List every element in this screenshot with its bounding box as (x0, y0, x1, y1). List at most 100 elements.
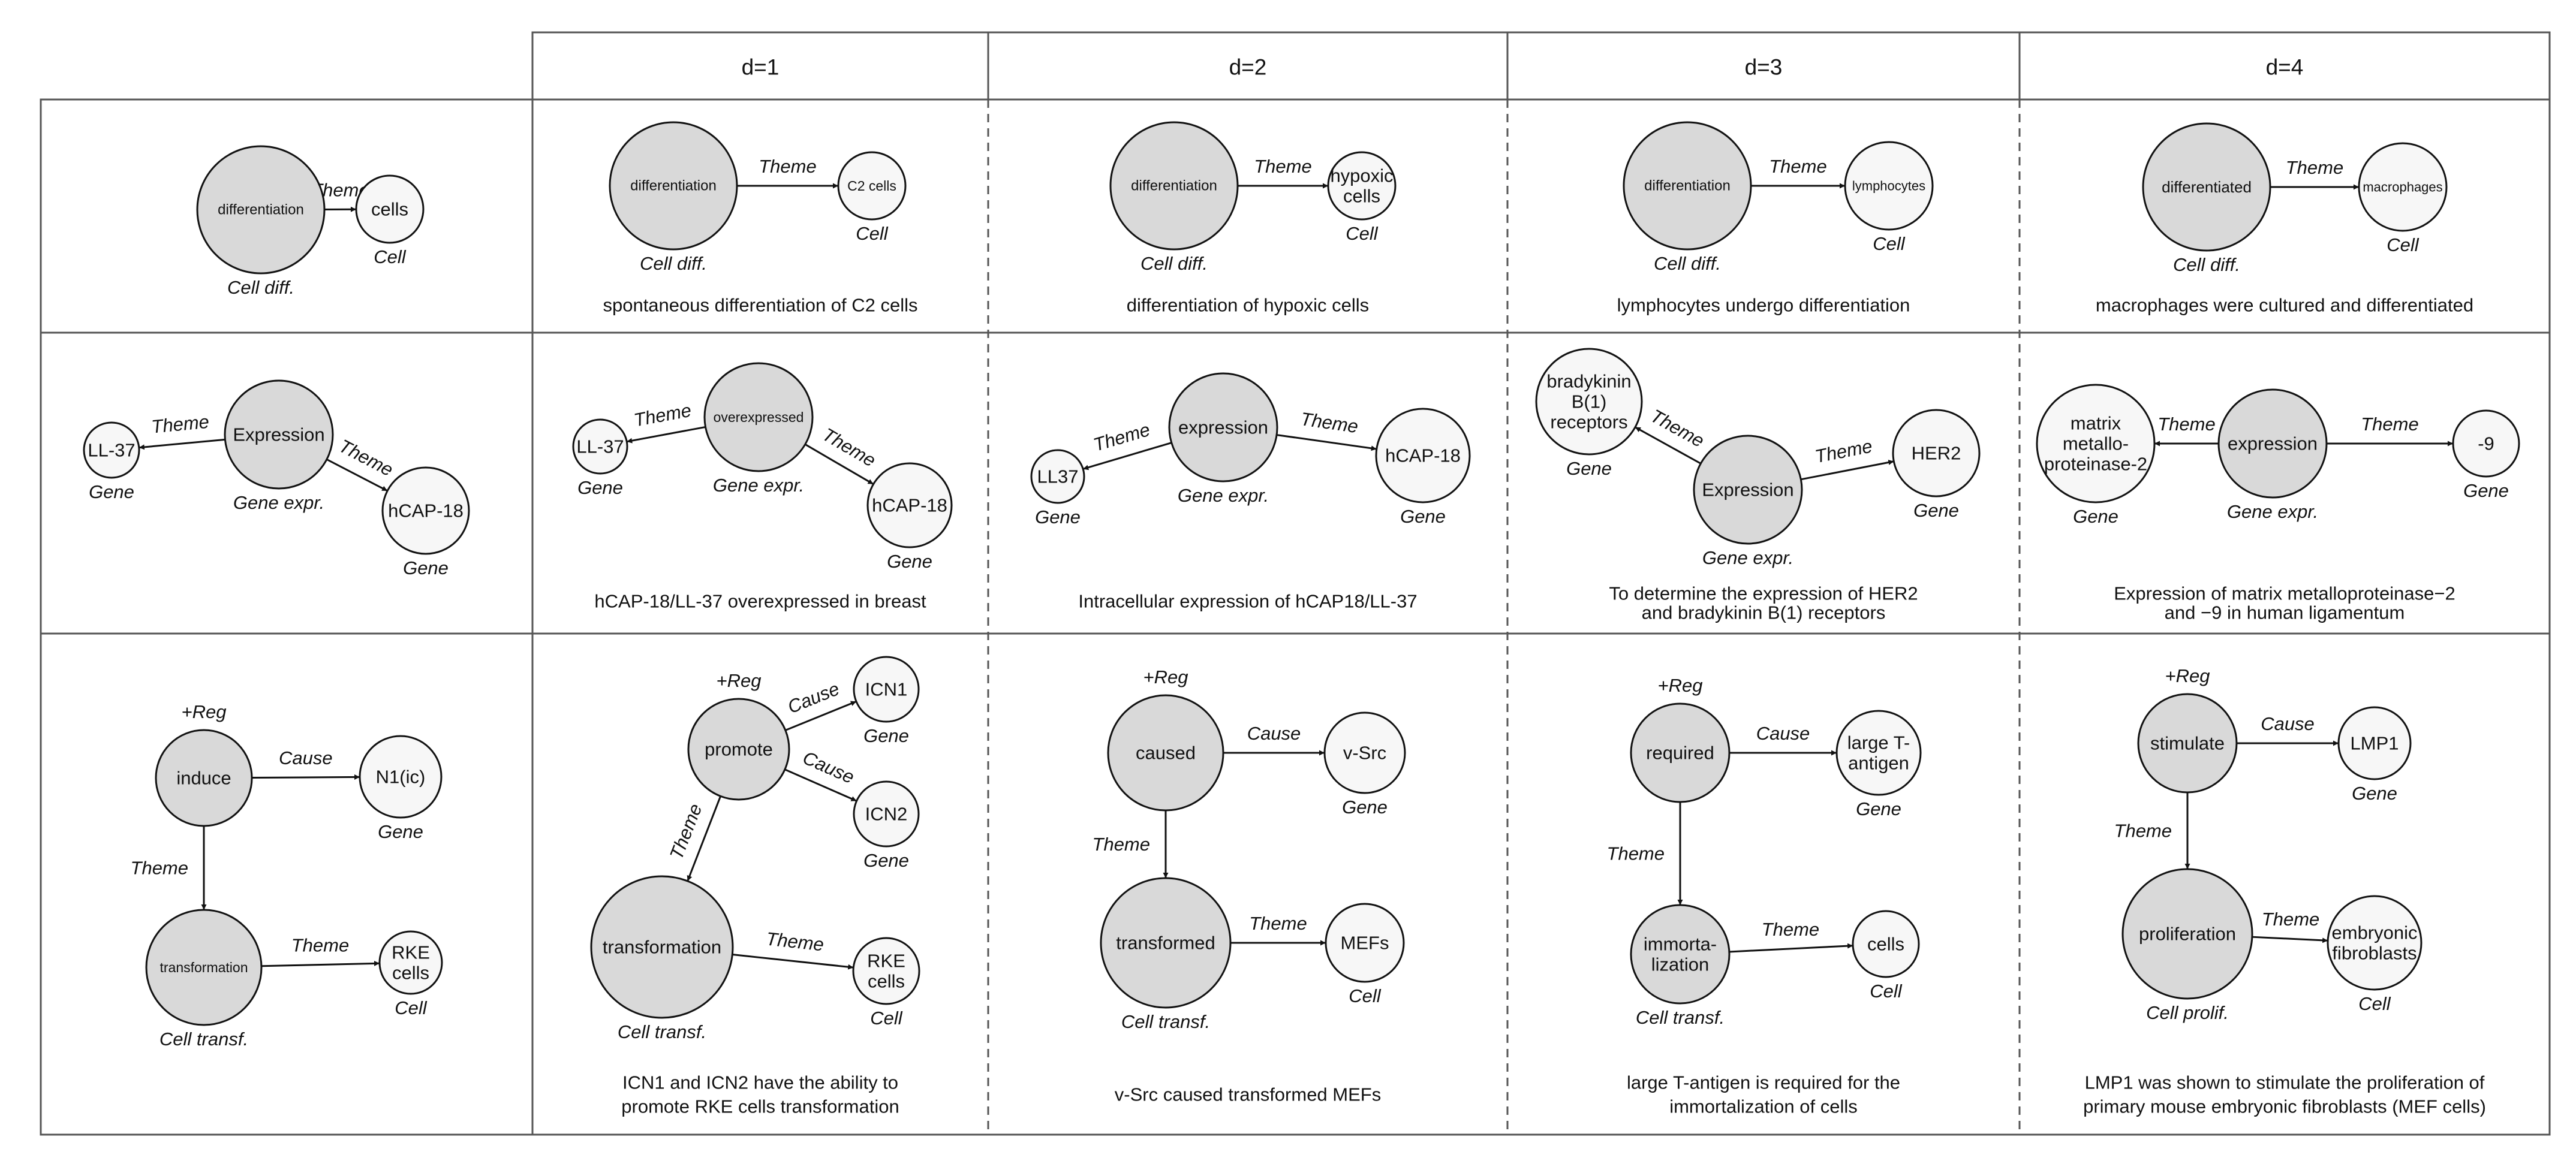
edge-label: Theme (1813, 435, 1874, 467)
node-type-label: Cell transf. (160, 1029, 248, 1050)
edge-label: Theme (2157, 414, 2215, 435)
node-label: differentiation (630, 178, 717, 194)
trigger-node (687, 698, 790, 801)
node-type-label: Gene (403, 557, 449, 578)
trigger-node (1623, 121, 1752, 251)
caption-line: hCAP-18/LL-37 overexpressed in breast (594, 591, 926, 612)
node-type-label: Gene expr. (2227, 501, 2318, 522)
node-label: transformation (603, 937, 721, 958)
edge-label: Theme (759, 156, 816, 177)
entity-node (1323, 711, 1406, 794)
edge-label: Theme (2286, 157, 2343, 178)
node-label-line: RKE (392, 942, 430, 963)
caption: lymphocytes undergo differentiation (1617, 295, 1910, 316)
entity-node (1535, 348, 1643, 456)
node-label: transformed (1116, 933, 1215, 954)
edge-label: Theme (1254, 156, 1311, 177)
graph-r3-c4: CauseThemeThemestimulate+RegLMP1Geneprol… (2083, 665, 2486, 1117)
trigger-node (2121, 868, 2253, 1000)
entity-node (853, 780, 920, 848)
edge-arrow (784, 768, 857, 802)
node-label: large T-antigen (1847, 732, 1910, 774)
node-label: differentiated (2162, 178, 2252, 196)
entity-node (2452, 409, 2520, 478)
node-label-line: cells (392, 963, 429, 984)
node-label-line: -9 (2478, 433, 2494, 454)
caption-line: promote RKE cells transformation (621, 1096, 899, 1117)
node-label-line: bradykinin (1546, 371, 1631, 392)
entity-node (359, 735, 443, 819)
edge-label: Theme (1607, 843, 1665, 864)
node-label-line: overexpressed (714, 409, 804, 425)
node-label: stimulate (2150, 733, 2225, 754)
caption-line: Intracellular expression of hCAP18/LL-37 (1078, 591, 1417, 612)
caption-line: primary mouse embryonic fibroblasts (MEF… (2083, 1096, 2486, 1117)
regulation-label: +Reg (182, 701, 227, 722)
caption-line: To determine the expression of HER2 (1609, 583, 1918, 604)
node-label: hCAP-18 (872, 495, 947, 516)
node-label-line: metallo- (2063, 433, 2129, 454)
node-label-line: C2 cells (847, 178, 896, 194)
edge-label: Theme (1769, 156, 1826, 177)
edge-label: Theme (291, 934, 349, 955)
edge-label: Theme (632, 400, 693, 431)
edge-arrow (326, 459, 388, 492)
node-type-label: Gene (378, 821, 423, 842)
node-type-label: Cell diff. (227, 277, 294, 298)
node-label-line: ICN2 (865, 804, 908, 825)
node-label-line: transformation (603, 937, 721, 958)
node-label-line: transformation (160, 960, 248, 975)
node-type-label: Cell prolif. (2146, 1002, 2229, 1023)
node-label: promote (705, 739, 773, 760)
node-type-label: Cell transf. (1636, 1007, 1725, 1028)
caption: Intracellular expression of hCAP18/LL-37 (1078, 591, 1417, 612)
node-type-label: Cell diff. (1654, 253, 1721, 274)
node-type-label: Gene (863, 725, 909, 746)
node-type-label: Gene expr. (713, 475, 804, 496)
edge-label: Cause (1756, 723, 1810, 744)
edge-label: Cause (800, 747, 857, 788)
trigger-node (609, 121, 738, 251)
entity-node (837, 151, 907, 221)
caption: LMP1 was shown to stimulate the prolifer… (2083, 1072, 2486, 1117)
table-frame (40, 31, 2551, 1136)
trigger-node (590, 875, 734, 1019)
edge-label: Theme (1647, 405, 1708, 451)
caption-line: and bradykinin B(1) receptors (1642, 602, 1886, 623)
node-label-line: cells (868, 971, 905, 992)
node-type-label: Cell (374, 246, 407, 267)
node-label: expression (1178, 417, 1268, 438)
node-label-line: induce (176, 768, 231, 789)
node-label: LL-37 (576, 436, 624, 457)
node-type-label: Gene (1400, 506, 1446, 527)
regulation-label: +Reg (1143, 667, 1188, 687)
node-label-line: macrophages (2363, 180, 2442, 195)
edge-label: Cause (1247, 723, 1301, 744)
entity-node (1325, 903, 1405, 983)
regulation-label: +Reg (1658, 675, 1703, 696)
edge-label: Theme (2114, 821, 2172, 842)
node-label-line: hCAP-18 (872, 495, 947, 516)
node-label: ICN1 (865, 679, 908, 700)
edge-arrow (1801, 460, 1894, 481)
entity-node (355, 174, 425, 244)
edge-label: Theme (131, 858, 188, 879)
node-label: proliferation (2139, 924, 2236, 945)
node-type-label: Gene expr. (1702, 547, 1793, 568)
body-border (40, 98, 2551, 1136)
graph-r3-c0: CauseThemeThemeinduce+RegN1(ic)Genetrans… (131, 701, 443, 1050)
node-label: hCAP-18 (388, 500, 464, 521)
node-label: ICN2 (865, 804, 908, 825)
node-type-label: Gene (1342, 797, 1388, 818)
node-label: macrophages (2363, 180, 2442, 195)
header-row-border (531, 31, 2551, 101)
